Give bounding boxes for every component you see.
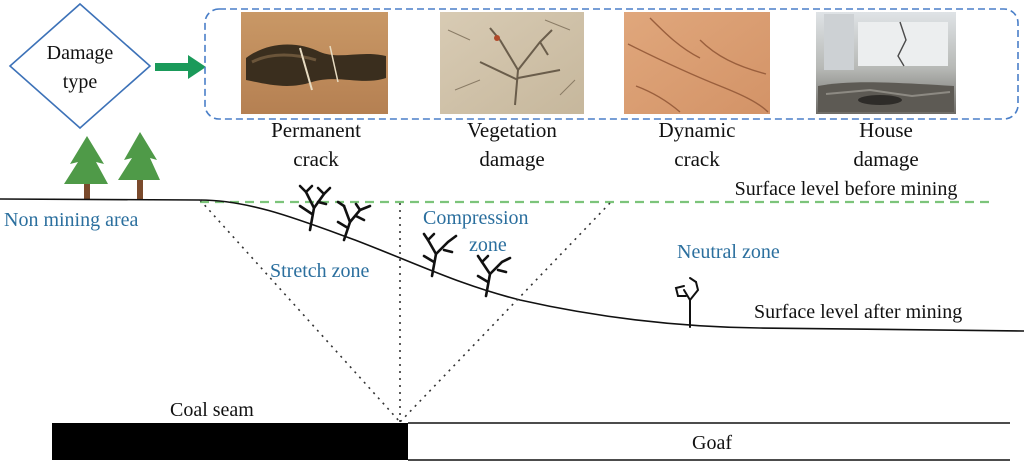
- goaf-label: Goaf: [692, 432, 732, 454]
- coal-seam-block: [52, 423, 408, 460]
- photos-frame: [204, 8, 1019, 120]
- stretch-zone-label: Stretch zone: [270, 260, 370, 282]
- label-vegetation-damage-line1: Vegetation: [467, 118, 557, 142]
- dead-tree-icon: [476, 254, 512, 298]
- photo-permanent-crack: [241, 12, 388, 114]
- photo-dynamic-crack: [624, 12, 770, 114]
- neutral-zone-label: Neutral zone: [677, 241, 780, 263]
- label-dynamic-crack-line1: Dynamic: [659, 118, 736, 142]
- pine-tree-icon: [118, 132, 160, 199]
- surface-after-label: Surface level after mining: [754, 301, 962, 323]
- dead-tree-icon: [674, 277, 700, 328]
- damage-type-label-line2: type: [63, 71, 98, 93]
- non-mining-area-label: Non mining area: [4, 209, 139, 231]
- label-vegetation-damage-line2: damage: [479, 147, 544, 171]
- damage-type-diamond: Damage type: [8, 2, 152, 130]
- compression-zone-label-line1: Compression: [423, 207, 529, 229]
- photo-labels: Permanent crack Vegetation damage Dynami…: [271, 118, 919, 171]
- photo-vegetation-damage: [440, 12, 584, 114]
- green-arrow-icon: [155, 55, 206, 79]
- dead-tree-icon: [298, 184, 332, 232]
- zone-boundary-lines: [199, 199, 611, 423]
- label-dynamic-crack-line2: crack: [674, 147, 720, 171]
- photo-house-damage: [816, 12, 956, 114]
- compression-zone-label-line2: zone: [469, 234, 507, 256]
- label-house-damage-line1: House: [859, 118, 913, 142]
- damage-type-label-line1: Damage: [47, 42, 114, 64]
- label-permanent-crack-line1: Permanent: [271, 118, 361, 142]
- label-house-damage-line2: damage: [853, 147, 918, 171]
- surface-before-label: Surface level before mining: [735, 178, 958, 200]
- dead-tree-icon: [336, 200, 372, 242]
- coal-seam-label: Coal seam: [170, 399, 254, 421]
- label-permanent-crack-line2: crack: [293, 147, 339, 171]
- dead-tree-icon: [422, 232, 458, 278]
- pine-tree-icon: [64, 136, 108, 199]
